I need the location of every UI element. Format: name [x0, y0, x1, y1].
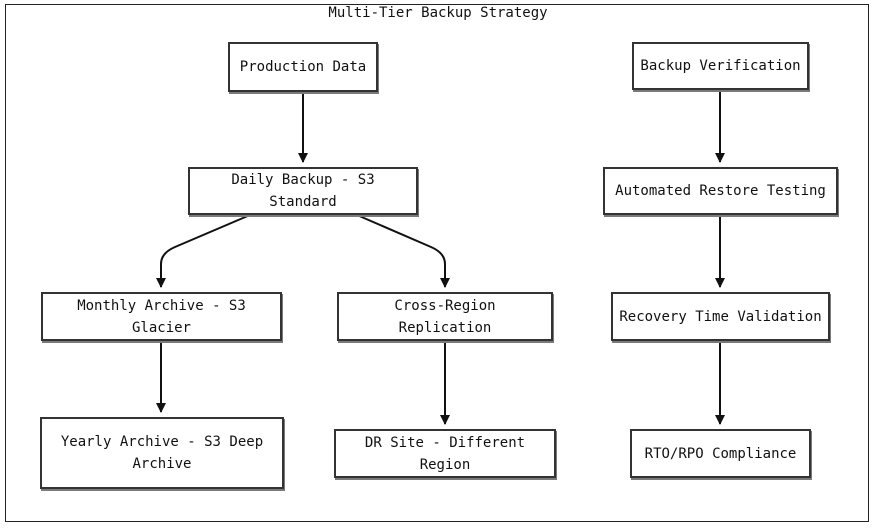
node-daily-backup-label: Daily Backup - S3 Standard — [231, 172, 375, 210]
node-yearly-archive: Yearly Archive - S3 Deep Archive — [40, 417, 284, 489]
node-cross-region-replication-label: Cross-Region Replication — [394, 297, 496, 336]
node-production-data: Production Data — [228, 42, 378, 92]
node-monthly-archive: Monthly Archive - S3 Glacier — [41, 292, 282, 341]
node-yearly-archive-label: Yearly Archive - S3 Deep Archive — [60, 434, 264, 472]
node-automated-restore-testing: Automated Restore Testing — [603, 167, 838, 215]
node-rto-rpo-compliance-label: RTO/RPO Compliance — [644, 445, 797, 462]
edge-daily-to-crossregion — [356, 214, 450, 288]
node-backup-verification: Backup Verification — [632, 42, 809, 90]
node-recovery-time-validation: Recovery Time Validation — [611, 292, 830, 341]
node-dr-site: DR Site - Different Region — [334, 429, 556, 478]
node-dr-site-label: DR Site - Different Region — [364, 434, 526, 473]
edge-daily-to-monthly — [156, 214, 251, 288]
node-production-data-label: Production Data — [239, 59, 367, 75]
node-backup-verification-label: Backup Verification — [640, 58, 801, 74]
node-monthly-archive-label: Monthly Archive - S3 Glacier — [77, 297, 246, 336]
node-daily-backup: Daily Backup - S3 Standard — [188, 167, 418, 215]
node-rto-rpo-compliance: RTO/RPO Compliance — [630, 429, 811, 478]
node-automated-restore-testing-label: Automated Restore Testing — [615, 183, 826, 199]
node-recovery-time-validation-label: Recovery Time Validation — [619, 308, 822, 325]
diagram-title: Multi-Tier Backup Strategy — [328, 5, 548, 21]
node-cross-region-replication: Cross-Region Replication — [337, 292, 553, 341]
